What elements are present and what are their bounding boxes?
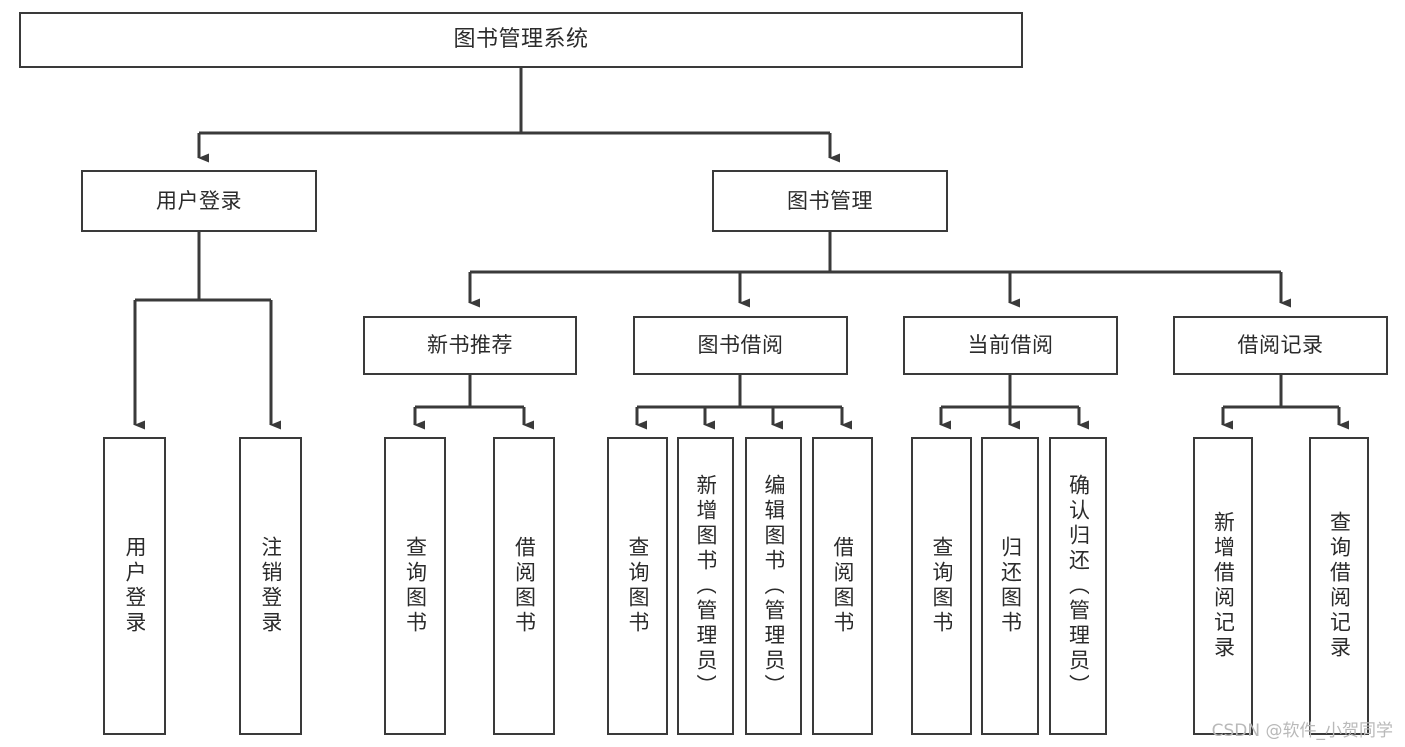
node-leaf-edit-book-label: 编辑图书（管理员）: [763, 473, 784, 699]
node-leaf-confirm-return[interactable]: 确认归还（管理员）: [1049, 437, 1107, 735]
node-leaf-edit-book[interactable]: 编辑图书（管理员）: [745, 437, 802, 735]
node-borrow-record-label: 借阅记录: [1237, 333, 1324, 358]
node-leaf-logout-login[interactable]: 注销登录: [239, 437, 302, 735]
node-current-borrow-label: 当前借阅: [967, 333, 1054, 358]
node-book-manage-label: 图书管理: [787, 188, 873, 213]
node-leaf-confirm-return-label: 确认归还（管理员）: [1067, 473, 1089, 699]
node-book-borrow[interactable]: 图书借阅: [633, 316, 848, 375]
node-leaf-user-login-label: 用户登录: [124, 536, 145, 636]
node-leaf-query-book-2[interactable]: 查询图书: [607, 437, 668, 735]
node-leaf-query-book-2-label: 查询图书: [627, 536, 648, 636]
node-leaf-return-book-label: 归还图书: [999, 536, 1021, 636]
node-leaf-logout-login-label: 注销登录: [260, 536, 281, 636]
node-current-borrow[interactable]: 当前借阅: [903, 316, 1118, 375]
node-leaf-borrow-book-1-label: 借阅图书: [513, 536, 535, 636]
node-user-login[interactable]: 用户登录: [81, 170, 317, 232]
node-leaf-borrow-book-2[interactable]: 借阅图书: [812, 437, 873, 735]
node-leaf-add-book[interactable]: 新增图书（管理员）: [677, 437, 734, 735]
node-leaf-query-book-3[interactable]: 查询图书: [911, 437, 972, 735]
node-book-borrow-label: 图书借阅: [697, 333, 784, 358]
node-new-book-recommend-label: 新书推荐: [427, 333, 513, 358]
csdn-watermark: CSDN @软件_小贺同学: [1211, 721, 1393, 741]
node-leaf-query-book-1[interactable]: 查询图书: [384, 437, 446, 735]
node-leaf-return-book[interactable]: 归还图书: [981, 437, 1039, 735]
node-leaf-query-record[interactable]: 查询借阅记录: [1309, 437, 1369, 735]
node-leaf-borrow-book-1[interactable]: 借阅图书: [493, 437, 555, 735]
node-book-manage[interactable]: 图书管理: [712, 170, 948, 232]
node-leaf-query-book-1-label: 查询图书: [404, 536, 426, 636]
node-root-label: 图书管理系统: [453, 27, 589, 53]
node-leaf-add-book-label: 新增图书（管理员）: [695, 473, 716, 699]
node-leaf-borrow-book-2-label: 借阅图书: [832, 536, 853, 636]
node-new-book-recommend[interactable]: 新书推荐: [363, 316, 577, 375]
node-leaf-add-record-label: 新增借阅记录: [1212, 511, 1234, 661]
node-leaf-query-book-3-label: 查询图书: [931, 536, 952, 636]
node-user-login-label: 用户登录: [156, 188, 242, 213]
node-root[interactable]: 图书管理系统: [19, 12, 1023, 68]
node-leaf-query-record-label: 查询借阅记录: [1328, 511, 1350, 661]
node-leaf-add-record[interactable]: 新增借阅记录: [1193, 437, 1253, 735]
node-leaf-user-login[interactable]: 用户登录: [103, 437, 166, 735]
node-borrow-record[interactable]: 借阅记录: [1173, 316, 1388, 375]
